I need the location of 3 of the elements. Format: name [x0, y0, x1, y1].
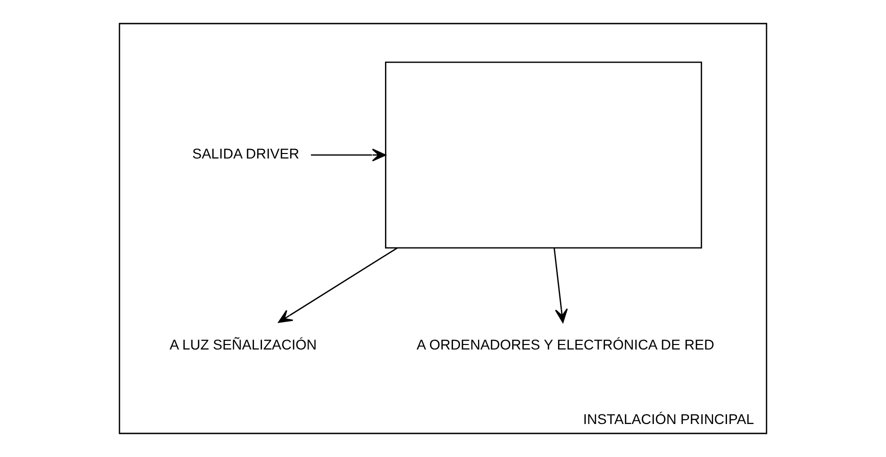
node-text: A ORDENADORES Y ELECTRÓNICA DE RED — [416, 337, 714, 354]
node-text: A LUZ SEÑALIZACIÓN — [170, 337, 317, 354]
node-text: SALIDA DRIVER — [192, 146, 300, 163]
